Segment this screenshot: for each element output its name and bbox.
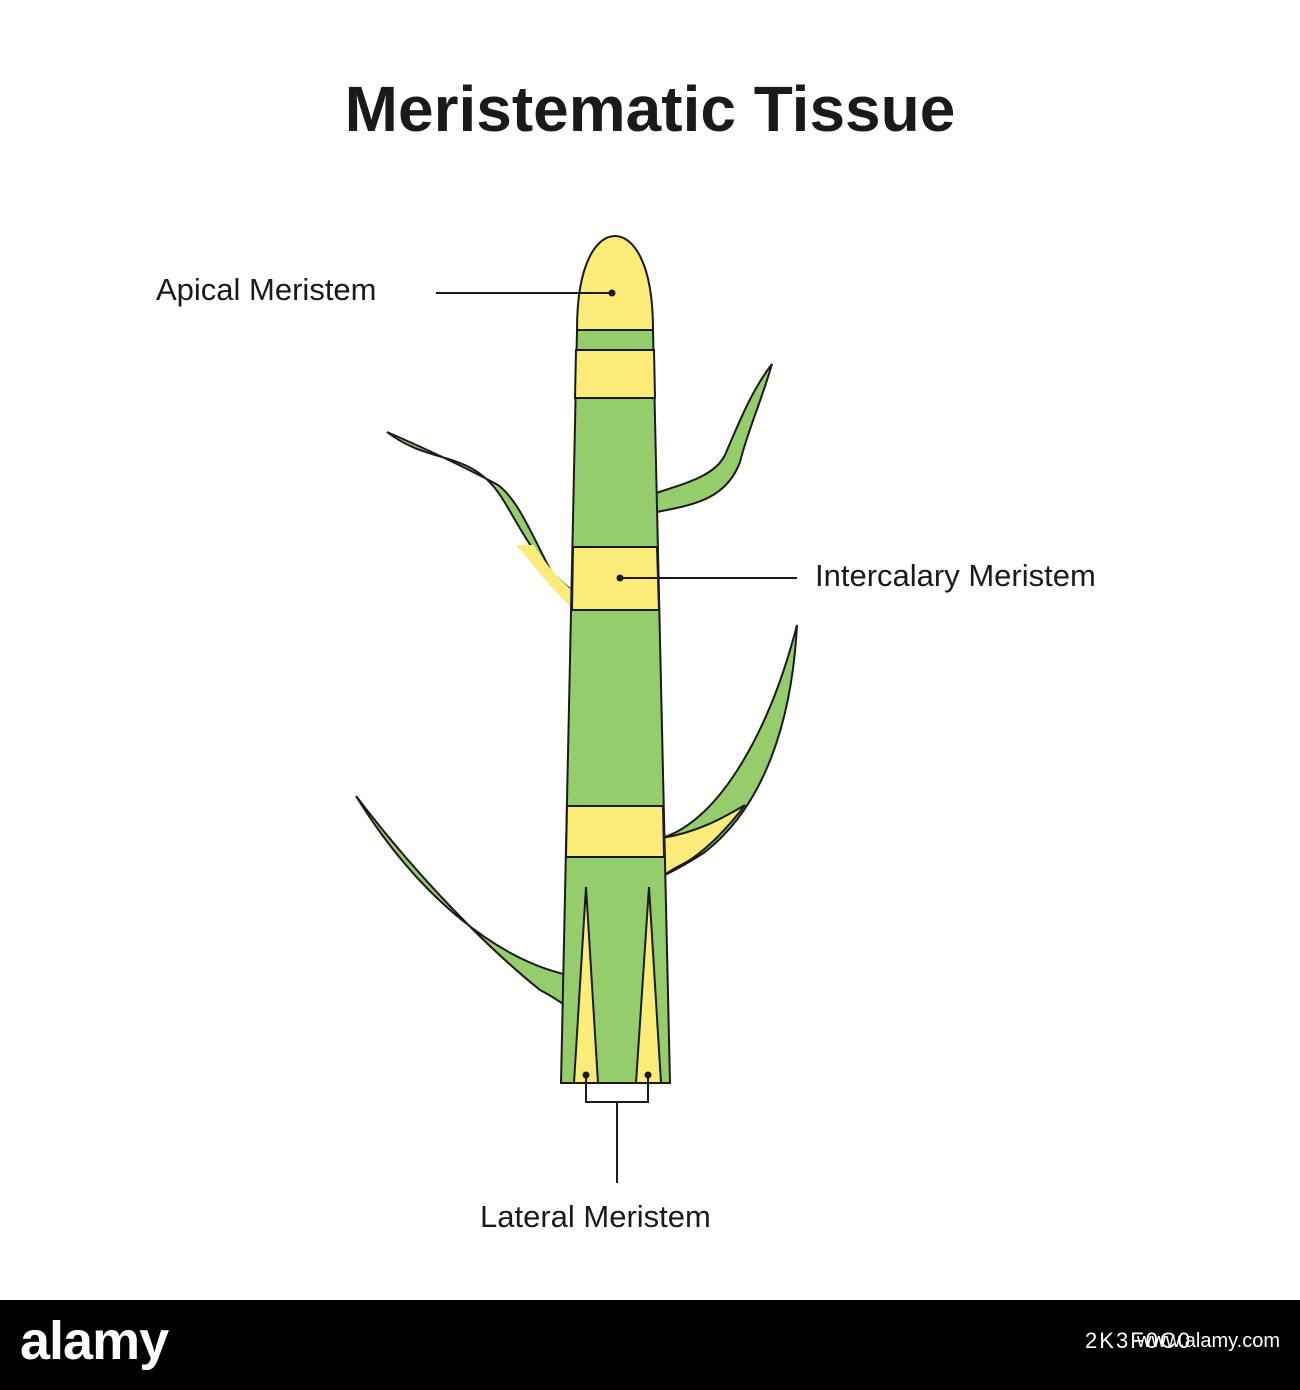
site-url: www.alamy.com (1137, 1330, 1280, 1352)
apical-meristem-label: Apical Meristem (156, 272, 377, 307)
alamy-logo: alamy (20, 1311, 169, 1371)
lower-yellow-band (564, 805, 666, 858)
leaf-lower-left (355, 795, 572, 1013)
leaf-upper-left-base (516, 545, 574, 610)
diagram-title: Meristematic Tissue (344, 73, 956, 145)
lateral-leader (582, 1071, 652, 1183)
leaf-upper-left (386, 431, 575, 614)
apical-tip (575, 234, 655, 331)
apical-leader (436, 289, 616, 297)
leaf-lower-right-base (660, 804, 746, 878)
upper-yellow-band (573, 349, 657, 399)
intercalary-leader (616, 574, 797, 582)
lateral-meristem-label: Lateral Meristem (480, 1199, 711, 1234)
plant-stem-diagram (355, 234, 798, 1183)
image-id: 2K3F0C0 (1085, 1328, 1192, 1353)
leaf-upper-right (654, 363, 773, 514)
watermark-footer: alamy 2K3F0C0 www.alamy.com (0, 1300, 1300, 1390)
intercalary-band (570, 546, 661, 611)
intercalary-meristem-label: Intercalary Meristem (815, 558, 1096, 593)
